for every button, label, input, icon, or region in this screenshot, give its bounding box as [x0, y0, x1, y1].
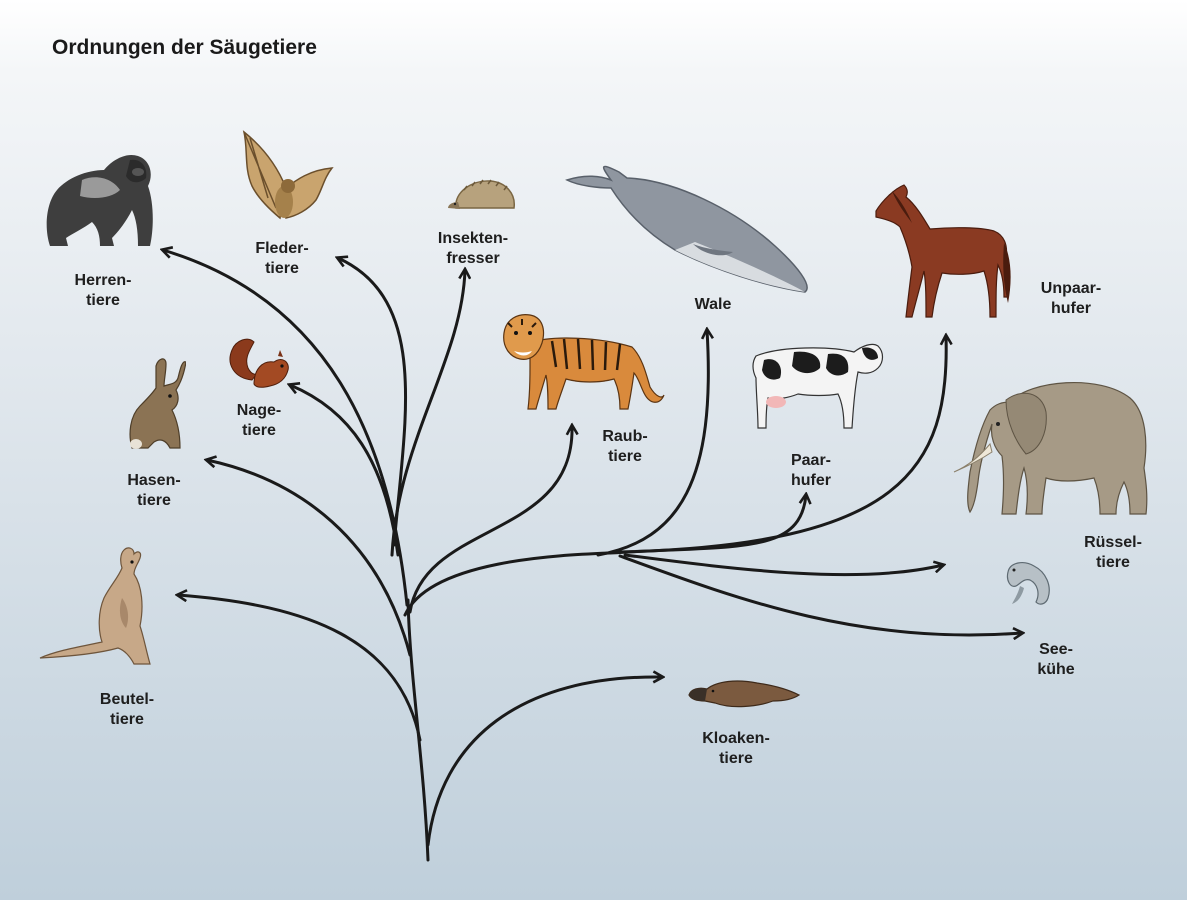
elephant-icon	[953, 382, 1148, 515]
platypus-icon	[688, 680, 801, 708]
label-wale: Wale	[694, 296, 732, 313]
tiger-icon	[503, 314, 665, 410]
whale-icon	[565, 165, 808, 293]
branch-fledertiere	[338, 258, 408, 547]
branch-wale	[596, 330, 708, 557]
manatee-icon	[1006, 562, 1050, 605]
branch-main-right	[403, 551, 612, 617]
label-fledertiere: Fleder- tiere	[255, 240, 309, 277]
hare-icon	[129, 358, 186, 449]
squirrel-icon	[229, 338, 289, 388]
label-raubtiere: Raub- tiere	[602, 428, 648, 465]
branch-beuteltiere	[178, 595, 422, 742]
branch-paarhufer	[608, 495, 806, 555]
label-kloakentiere: Kloaken- tiere	[702, 730, 770, 767]
kangaroo-icon	[39, 547, 151, 665]
branch-herrentiere	[163, 250, 409, 607]
branch-nagetiere	[290, 385, 400, 557]
branch-raubtiere	[408, 426, 572, 614]
cow-icon	[752, 343, 884, 429]
hedgehog-icon	[448, 179, 515, 209]
branch-unpaarhufer	[618, 336, 946, 554]
label-herrentiere: Herren- tiere	[74, 272, 132, 309]
trunk-line	[406, 598, 430, 862]
page-title: Ordnungen der Säugetiere	[52, 36, 317, 59]
label-hasentiere: Hasen- tiere	[127, 472, 181, 509]
label-beuteltiere: Beutel- tiere	[99, 691, 155, 728]
bat-icon	[242, 130, 334, 220]
label-paarhufer: Paar- hufer	[790, 452, 832, 489]
horse-icon	[875, 184, 1011, 318]
label-unpaarhufer: Unpaar- hufer	[1040, 280, 1102, 317]
label-ruesseltiere: Rüssel- tiere	[1084, 534, 1142, 571]
branch-ruesseltiere	[623, 553, 943, 577]
branch-kloakentiere	[426, 677, 662, 847]
branch-seekuehe	[618, 554, 1022, 635]
label-nagetiere: Nage- tiere	[236, 402, 282, 439]
label-insektenfresser: Insekten- fresser	[437, 230, 509, 267]
branch-insektenfresser	[390, 270, 465, 557]
gorilla-icon	[46, 154, 153, 246]
label-seekuehe: See- kühe	[1037, 641, 1075, 678]
branch-hasentiere	[207, 460, 412, 657]
